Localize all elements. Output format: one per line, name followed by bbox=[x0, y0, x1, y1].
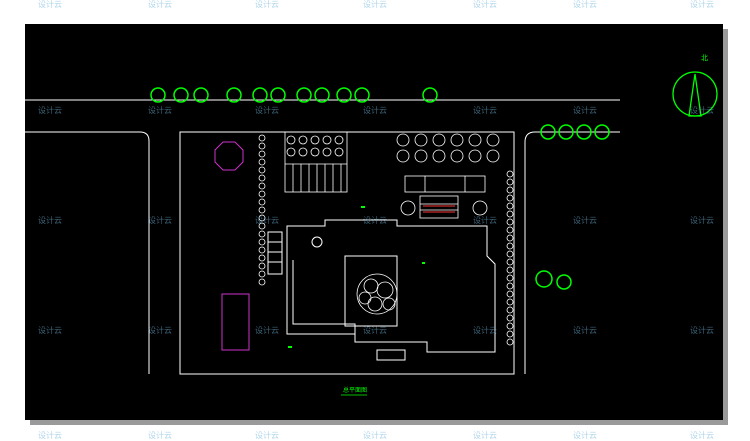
octagon-planter bbox=[214, 141, 244, 171]
hedge-right bbox=[506, 170, 514, 346]
watermark-text: 设计云 bbox=[573, 431, 597, 440]
watermark-text: 设计云 bbox=[38, 326, 62, 335]
parking-lot bbox=[284, 131, 348, 193]
watermark-text: 设计云 bbox=[148, 431, 172, 440]
watermark-text: 设计云 bbox=[255, 431, 279, 440]
watermark-text: 设计云 bbox=[363, 431, 387, 440]
rect-planter bbox=[221, 293, 250, 351]
watermark-text: 设计云 bbox=[573, 0, 597, 9]
watermark-text: 设计云 bbox=[363, 326, 387, 335]
watermark-text: 设计云 bbox=[473, 0, 497, 9]
site-plan-label: 总平面图 bbox=[343, 386, 367, 394]
tree-grid bbox=[396, 133, 500, 219]
watermark-text: 设计云 bbox=[38, 106, 62, 115]
watermark-text: 设计云 bbox=[148, 216, 172, 225]
watermark-text: 设计云 bbox=[255, 326, 279, 335]
planters bbox=[214, 141, 250, 351]
watermark-text: 设计云 bbox=[148, 106, 172, 115]
watermark-text: 设计云 bbox=[473, 216, 497, 225]
watermark-text: 设计云 bbox=[573, 106, 597, 115]
fountain-icon bbox=[356, 273, 398, 315]
road-lines bbox=[25, 99, 620, 374]
watermark-text: 设计云 bbox=[573, 326, 597, 335]
watermark-text: 设计云 bbox=[255, 0, 279, 9]
north-arrow-icon bbox=[672, 71, 718, 117]
watermark-text: 设计云 bbox=[473, 431, 497, 440]
tree-icon bbox=[150, 87, 610, 290]
watermark-text: 设计云 bbox=[573, 216, 597, 225]
watermark-text: 设计云 bbox=[255, 216, 279, 225]
watermark-text: 设计云 bbox=[690, 0, 714, 9]
watermark-text: 设计云 bbox=[38, 216, 62, 225]
watermark-text: 设计云 bbox=[690, 216, 714, 225]
north-label: 北 bbox=[701, 54, 708, 62]
watermark-text: 设计云 bbox=[473, 106, 497, 115]
watermark-text: 设计云 bbox=[38, 0, 62, 9]
watermark-text: 设计云 bbox=[363, 0, 387, 9]
watermark-text: 设计云 bbox=[690, 106, 714, 115]
watermark-text: 设计云 bbox=[473, 326, 497, 335]
watermark-text: 设计云 bbox=[363, 106, 387, 115]
red-lines bbox=[423, 205, 455, 213]
hedge-left bbox=[258, 134, 266, 286]
watermark-text: 设计云 bbox=[148, 326, 172, 335]
watermark-text: 设计云 bbox=[690, 431, 714, 440]
watermark-text: 设计云 bbox=[255, 106, 279, 115]
watermark-text: 设计云 bbox=[690, 326, 714, 335]
watermark-text: 设计云 bbox=[148, 0, 172, 9]
main-building bbox=[267, 219, 496, 361]
cad-drawing-canvas[interactable]: 北 总平面图 bbox=[25, 24, 723, 420]
markers bbox=[288, 206, 425, 348]
watermark-text: 设计云 bbox=[363, 216, 387, 225]
watermark-text: 设计云 bbox=[38, 431, 62, 440]
